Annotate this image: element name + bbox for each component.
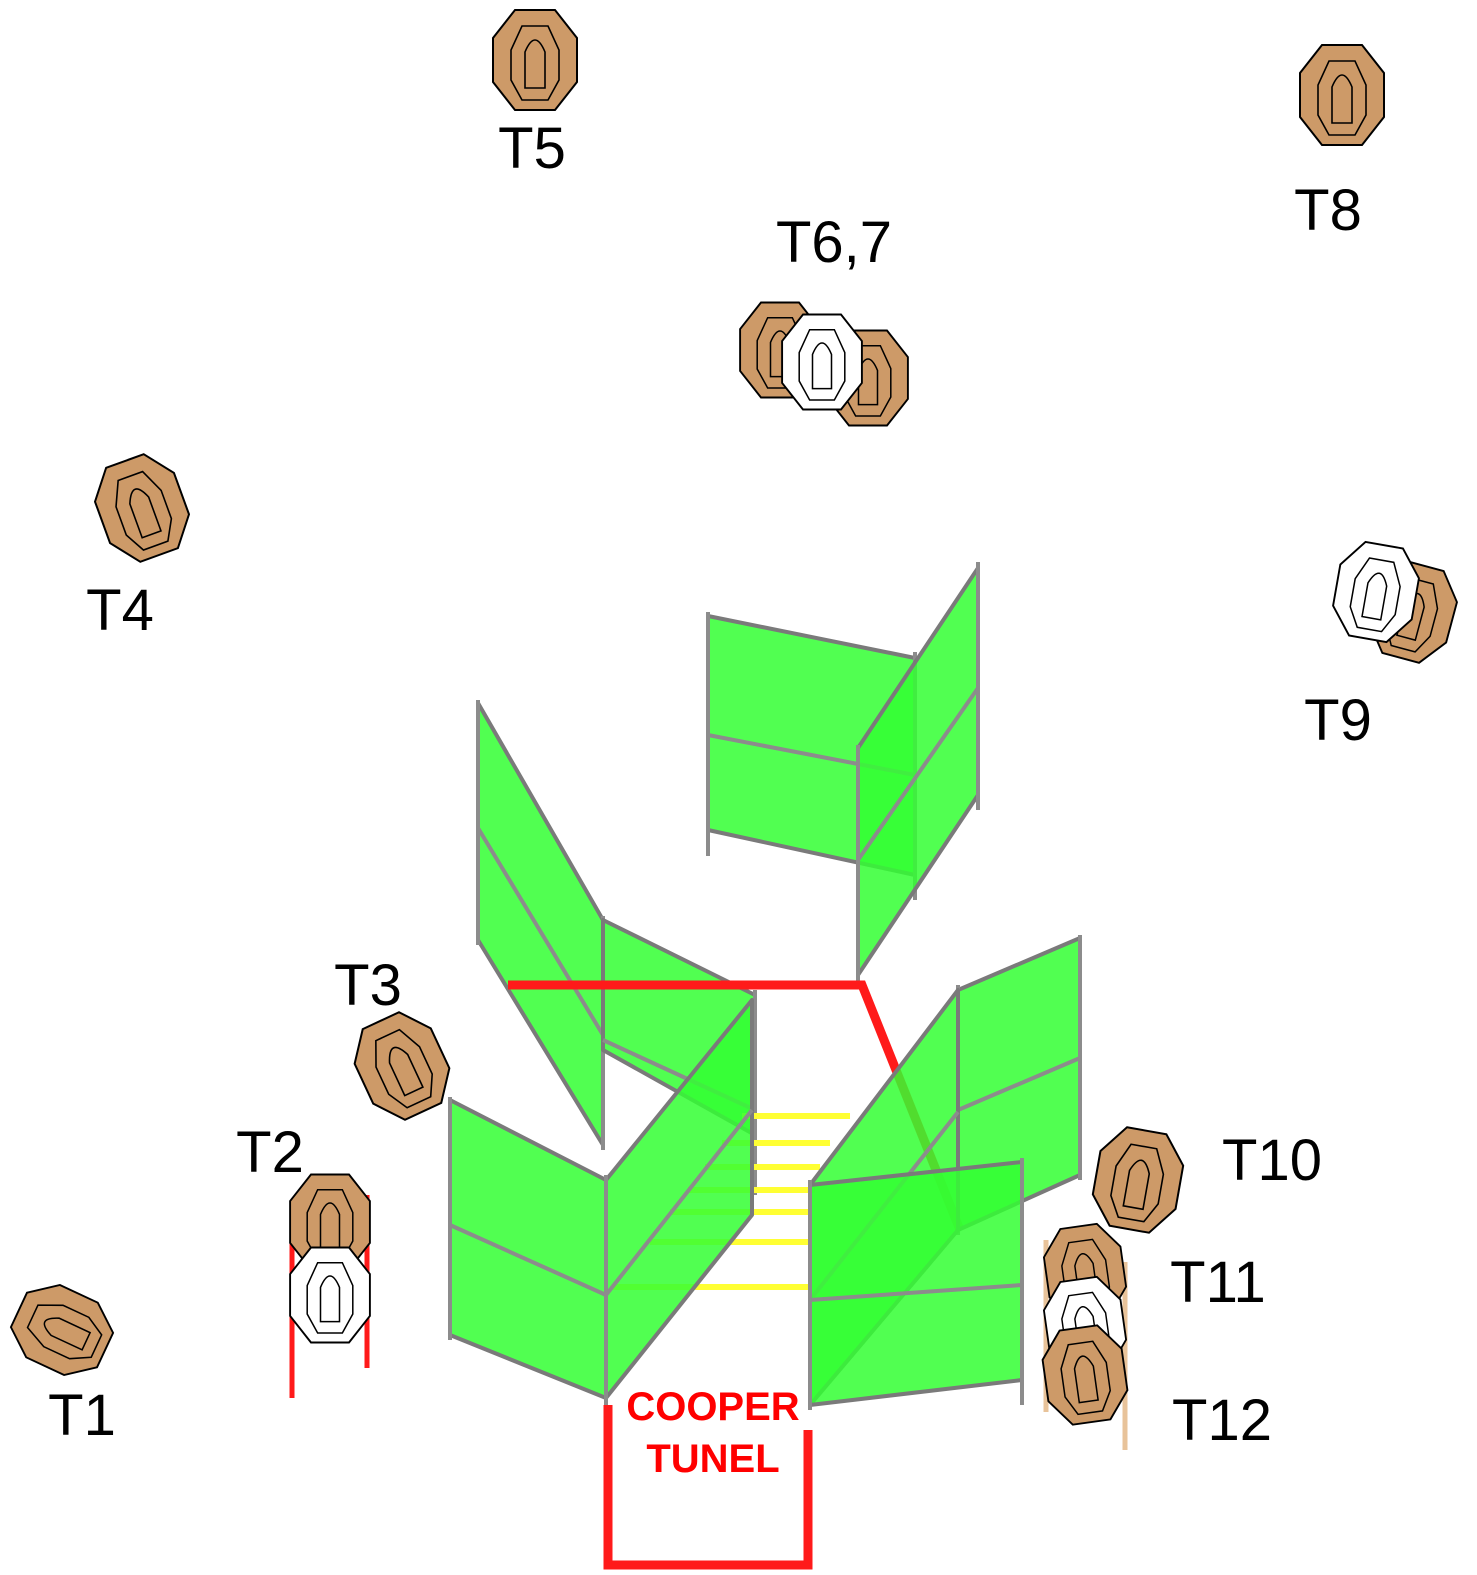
label-t6-7: T6,7: [776, 210, 892, 275]
label-t3: T3: [334, 953, 402, 1018]
target-t10: [1086, 1122, 1190, 1238]
back-wall: [706, 562, 980, 985]
left-front-walls: [448, 998, 754, 1405]
cooper-tunnel-entrance: [603, 1405, 813, 1570]
target-t2-stand: [289, 1173, 371, 1398]
target-t8: [1299, 44, 1385, 146]
target-t11-t12-stand: [1037, 1220, 1133, 1450]
tunnel-label-line1: COOPER: [626, 1385, 799, 1429]
tunnel-label-line2: TUNEL: [646, 1437, 779, 1481]
label-t9: T9: [1304, 688, 1372, 753]
target-t9-group: [1327, 537, 1465, 670]
label-t2: T2: [236, 1120, 304, 1185]
label-t10: T10: [1222, 1128, 1322, 1193]
label-t8: T8: [1294, 178, 1362, 243]
label-t1: T1: [48, 1383, 116, 1448]
target-t5: [492, 9, 578, 111]
target-t1: [1, 1272, 123, 1388]
target-t6-7-group: [739, 301, 909, 427]
target-t4: [84, 445, 200, 571]
target-t3: [341, 1001, 463, 1131]
no-shoot-target-t6-7: [781, 313, 863, 411]
no-shoot-target-t2: [289, 1246, 371, 1344]
label-t11: T11: [1170, 1250, 1266, 1315]
label-t5: T5: [498, 116, 566, 181]
right-walls: [808, 935, 1082, 1410]
label-t4: T4: [86, 578, 154, 643]
label-t12: T12: [1172, 1388, 1272, 1453]
